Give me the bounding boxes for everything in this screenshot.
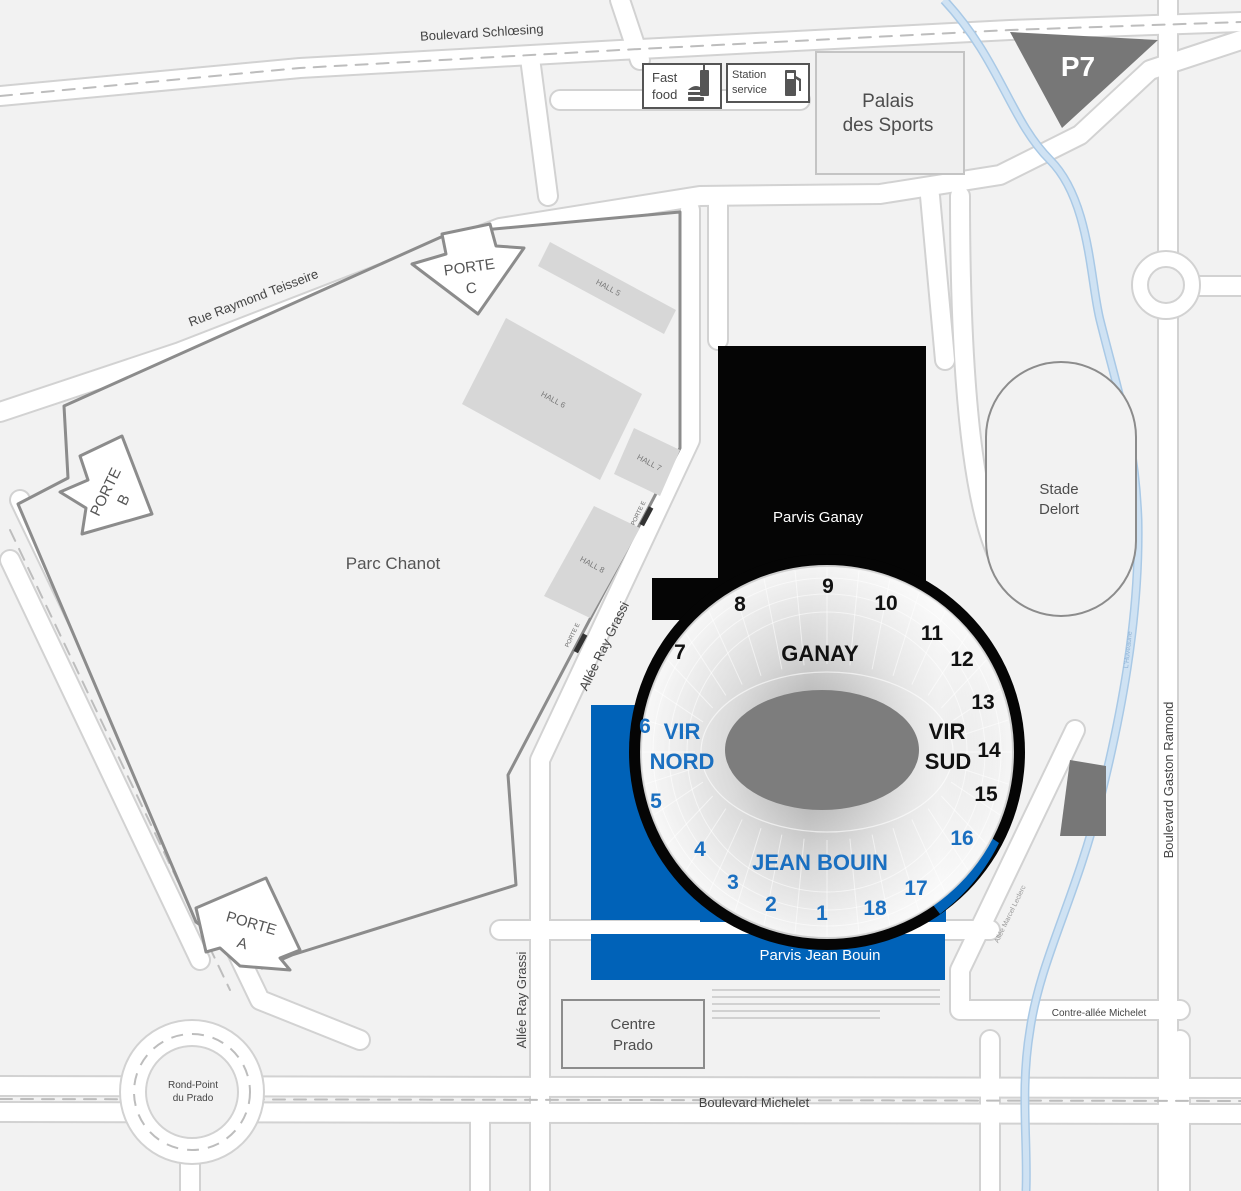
porte-e-upper-mark[interactable] xyxy=(639,506,654,527)
stand-ring-line xyxy=(686,611,968,893)
fast-food-label-2: food xyxy=(652,87,677,102)
jean-bouin-stand-label: JEAN BOUIN xyxy=(752,850,888,875)
stand-grid-line xyxy=(763,834,783,926)
stand-grid-line xyxy=(708,819,743,894)
stand-grid-line xyxy=(794,838,805,934)
stand-grid-line xyxy=(734,592,762,676)
stand-grid-line xyxy=(849,838,860,934)
section-16[interactable]: 16 xyxy=(950,827,973,850)
stand-grid-line xyxy=(685,808,727,871)
stand-grid-line xyxy=(708,610,743,685)
stadium-pitch xyxy=(725,690,919,810)
stand-grid-line xyxy=(892,828,920,912)
parking-p7-marker[interactable] xyxy=(1010,32,1158,128)
steps-hatching xyxy=(712,989,940,1019)
street-label-allee-ray-grassi-lower: Allée Ray Grassi xyxy=(514,951,529,1048)
section-11[interactable]: 11 xyxy=(921,622,944,645)
hall-5: HALL 5 xyxy=(538,242,676,334)
rond-point-label-2: du Prado xyxy=(173,1093,214,1104)
section-6[interactable]: 6 xyxy=(639,715,651,738)
porte-a-arrow[interactable]: PORTE A xyxy=(194,876,302,972)
section-18[interactable]: 18 xyxy=(863,897,887,920)
section-3[interactable]: 3 xyxy=(727,871,739,894)
hall-7: HALL 7 xyxy=(614,428,680,496)
section-7[interactable]: 7 xyxy=(674,641,686,664)
porte-a-label-2: A xyxy=(235,934,249,953)
vir-sud-label-1: VIR xyxy=(929,719,966,744)
ganay-stand-label: GANAY xyxy=(781,641,859,666)
palais-des-sports-label-1: Palais xyxy=(862,91,914,112)
section-12[interactable]: 12 xyxy=(950,648,973,671)
section-15[interactable]: 15 xyxy=(974,783,998,806)
fast-food-label-1: Fast xyxy=(652,70,678,85)
burger-drink-icon xyxy=(688,64,709,101)
porte-c-label-1: PORTE xyxy=(443,256,496,280)
section-4[interactable]: 4 xyxy=(694,838,706,861)
stand-grid-line xyxy=(794,570,805,666)
section-17[interactable]: 17 xyxy=(904,877,927,900)
fuel-pump-icon xyxy=(785,70,801,96)
stade-delort: Stade Delort xyxy=(985,361,1137,617)
parc-chanot-label: Parc Chanot xyxy=(346,554,441,573)
street-label-contre-allee-michelet: Contre-allée Michelet xyxy=(1052,1008,1147,1019)
stand-ring-line xyxy=(668,593,986,911)
parvis-jean-bouin-zone[interactable] xyxy=(591,934,945,980)
section-9[interactable]: 9 xyxy=(822,575,834,598)
stand-grid-line xyxy=(849,570,860,666)
stand-grid-line xyxy=(734,828,762,912)
section-14[interactable]: 14 xyxy=(977,739,1001,762)
section-1[interactable]: 1 xyxy=(816,902,828,925)
stand-grid-line xyxy=(911,819,946,894)
parking-strip xyxy=(1060,760,1106,836)
porte-c-arrow[interactable]: PORTE C xyxy=(410,222,526,316)
section-5[interactable]: 5 xyxy=(650,790,662,813)
stand-grid-line xyxy=(871,834,891,926)
roundabout-prado xyxy=(119,1019,265,1165)
vir-sud-label-2: SUD xyxy=(925,749,971,774)
section-8[interactable]: 8 xyxy=(734,593,746,616)
palais-des-sports-label-2: des Sports xyxy=(843,115,934,136)
palais-des-sports-building xyxy=(815,51,965,175)
hall-6: HALL 6 xyxy=(462,318,642,480)
stand-grid-line xyxy=(927,633,969,696)
centre-prado-label-1: Centre xyxy=(610,1016,655,1033)
parvis-jean-bouin-label: Parvis Jean Bouin xyxy=(760,947,881,964)
section-10[interactable]: 10 xyxy=(874,592,897,615)
parvis-ganay-label: Parvis Ganay xyxy=(773,509,864,526)
stand-grid-line xyxy=(911,610,946,685)
vir-nord-label-1: VIR xyxy=(664,719,701,744)
station-service-label-1: Station xyxy=(732,69,766,81)
section-13[interactable]: 13 xyxy=(971,691,994,714)
stand-grid-line xyxy=(763,578,783,670)
centre-prado-label-2: Prado xyxy=(613,1037,653,1054)
stand-grid-line xyxy=(927,808,969,871)
porte-b-arrow[interactable]: PORTE B xyxy=(58,434,154,536)
porte-c-label-2: C xyxy=(465,279,478,297)
roundabout-east xyxy=(1131,250,1201,320)
stand-ring-line xyxy=(652,577,1002,927)
rond-point-label-1: Rond-Point xyxy=(168,1080,218,1091)
stade-delort-label-2: Delort xyxy=(1039,501,1080,518)
hall-8: HALL 8 xyxy=(544,506,640,618)
parking-p7-label: P7 xyxy=(1061,51,1095,82)
porte-e-lower-mark[interactable] xyxy=(573,633,588,654)
parvis-ganay-zone[interactable] xyxy=(652,346,926,620)
centre-prado-building xyxy=(561,999,705,1069)
stand-grid-lines xyxy=(643,568,1011,936)
station-service-label-2: service xyxy=(732,84,767,96)
station-service-sign[interactable]: Station service xyxy=(726,63,810,103)
stand-grid-line xyxy=(892,592,920,676)
fast-food-sign[interactable]: Fast food xyxy=(642,63,722,109)
street-label-boulevard-gaston-ramond: Boulevard Gaston Ramond xyxy=(1161,702,1176,859)
stade-delort-label-1: Stade xyxy=(1039,481,1078,498)
stand-grid-line xyxy=(685,633,727,696)
stand-grid-line xyxy=(871,578,891,670)
section-2[interactable]: 2 xyxy=(765,893,777,916)
river-label-huveaune: L'Huveaune xyxy=(1123,631,1134,669)
inner-bowl-rim xyxy=(700,671,954,833)
street-label-boulevard-michelet: Boulevard Michelet xyxy=(699,1095,810,1110)
vir-nord-label-2: NORD xyxy=(650,749,715,774)
